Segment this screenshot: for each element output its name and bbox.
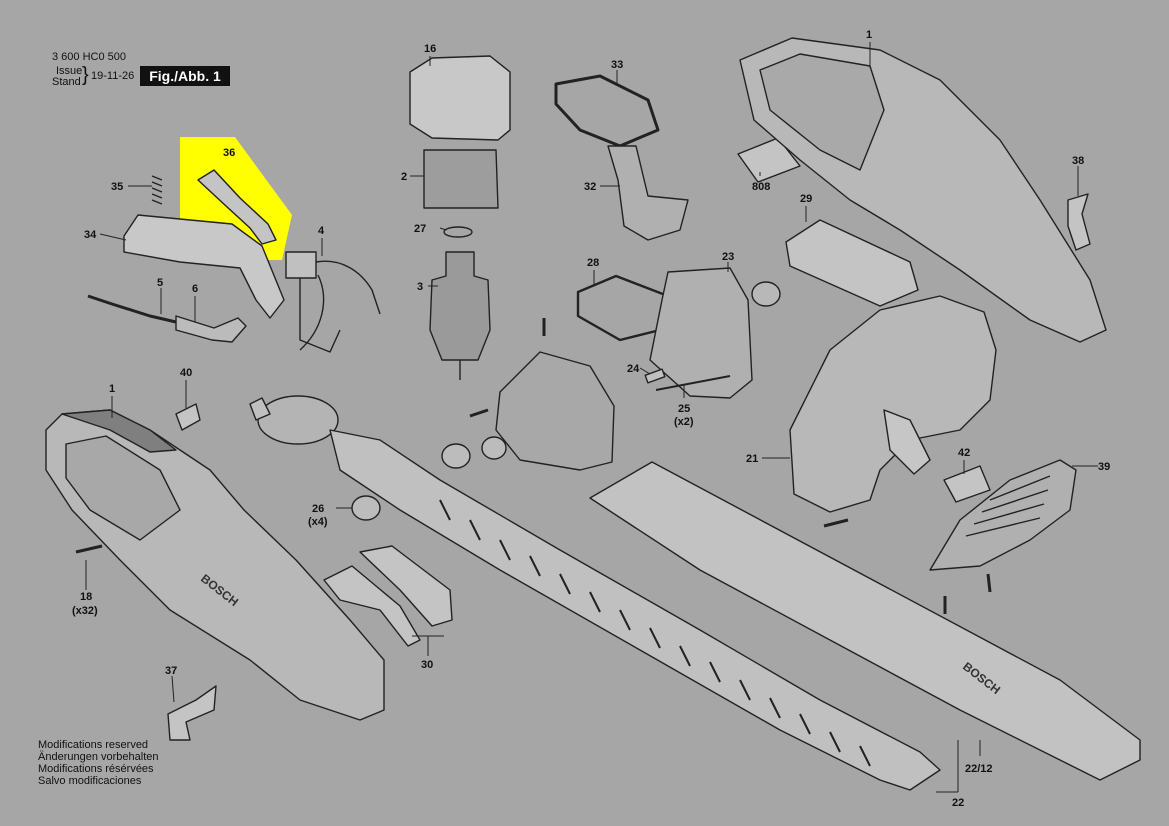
part-2-stator [423,149,499,209]
part-29-pad [785,219,919,307]
part-2212-blade-guard [589,461,1141,781]
label-16: 16 [424,43,436,55]
label-808: 808 [752,181,770,193]
label-26-qty: (x4) [308,516,328,528]
label-25: 25 [678,403,690,415]
figure-label: Fig./Abb. 1 [140,66,230,86]
label-21: 21 [746,453,758,465]
part-28-gasket [576,274,670,342]
part-23-seal [751,281,781,307]
part-5-cable [87,294,177,324]
label-22: 22 [952,797,964,809]
stand-label: Stand [52,76,81,88]
label-35: 35 [111,181,123,193]
label-6: 6 [192,283,198,295]
part-21-tab [883,409,931,475]
note-es: Salvo modificaciones [38,775,142,787]
part-30-guard-b [359,545,453,627]
part-22-blade [329,429,941,791]
part-27-ring [443,226,473,238]
part-38-clip [1067,193,1091,251]
part-36-lever [197,169,277,245]
part-23-gearhousing [649,267,753,399]
crank-pin [249,397,271,421]
label-28: 28 [587,257,599,269]
issue-date: 19-11-26 [91,70,135,82]
part-32-guide [607,145,689,241]
label-2212: 22/12 [965,763,993,775]
part-16-bracket [409,55,511,141]
part-24-pin [644,368,666,384]
label-23: 23 [722,251,734,263]
part-26-roller-c [481,436,507,460]
part-808-label [737,137,801,183]
label-26: 26 [312,503,324,515]
part-26-roller-b [441,443,471,469]
gear-wheel [257,395,339,445]
part-21-hand-guard [789,295,997,513]
label-32: 32 [584,181,596,193]
label-5: 5 [157,277,163,289]
label-18: 18 [80,591,92,603]
label-42: 42 [958,447,970,459]
part-34-cover [123,214,285,319]
part-1-grip-window [759,53,885,171]
part-33-gasket [554,74,660,148]
label-37: 37 [165,665,177,677]
part-30-guard-a [323,565,421,647]
part-35-spring [151,175,163,205]
label-1a: 1 [866,29,872,41]
label-38: 38 [1072,155,1084,167]
brace: } [82,64,89,86]
note-en: Modifications reserved [38,739,149,751]
label-30: 30 [421,659,433,671]
label-39: 39 [1098,461,1110,473]
part-40-clip [175,403,201,431]
screw-e [469,408,489,418]
label-25-qty: (x2) [674,416,694,428]
note-fr: Modifications résérvées [38,763,154,775]
part-39-slots [965,475,1051,537]
part-4-wires [299,260,381,353]
label-29: 29 [800,193,812,205]
label-36: 36 [223,147,235,159]
part-4-switch [285,251,317,279]
blade-teeth [439,499,871,767]
screw-a [823,518,849,528]
label-27: 27 [414,223,426,235]
part-42-label [943,465,991,503]
gear-housing-base [495,351,615,471]
label-40: 40 [180,367,192,379]
label-24: 24 [627,363,640,375]
label-3: 3 [417,281,423,293]
label-2: 2 [401,171,407,183]
screw-c [986,573,992,593]
part-6-relief [175,315,247,343]
label-34: 34 [84,229,97,241]
part-number: 3 600 HC0 500 [52,51,126,63]
part-3-armature [429,251,491,361]
label-1b: 1 [109,383,115,395]
part-1-knurl [61,409,177,453]
label-33: 33 [611,59,623,71]
part-1-handle-window [65,435,181,541]
part-18-screw [75,544,103,554]
leader-lines [85,42,1098,793]
part-26-roller [351,495,381,521]
callout-labels: 1 1 2 3 4 5 6 16 18 (x32) 21 22 22/12 23… [72,29,1110,809]
part-25-bolt [655,375,731,391]
issue-label: Issue [56,65,83,77]
note-de: Änderungen vorbehalten [38,751,159,763]
part-37-clip [167,685,217,741]
label-4: 4 [318,225,325,237]
label-18-qty: (x32) [72,605,98,617]
